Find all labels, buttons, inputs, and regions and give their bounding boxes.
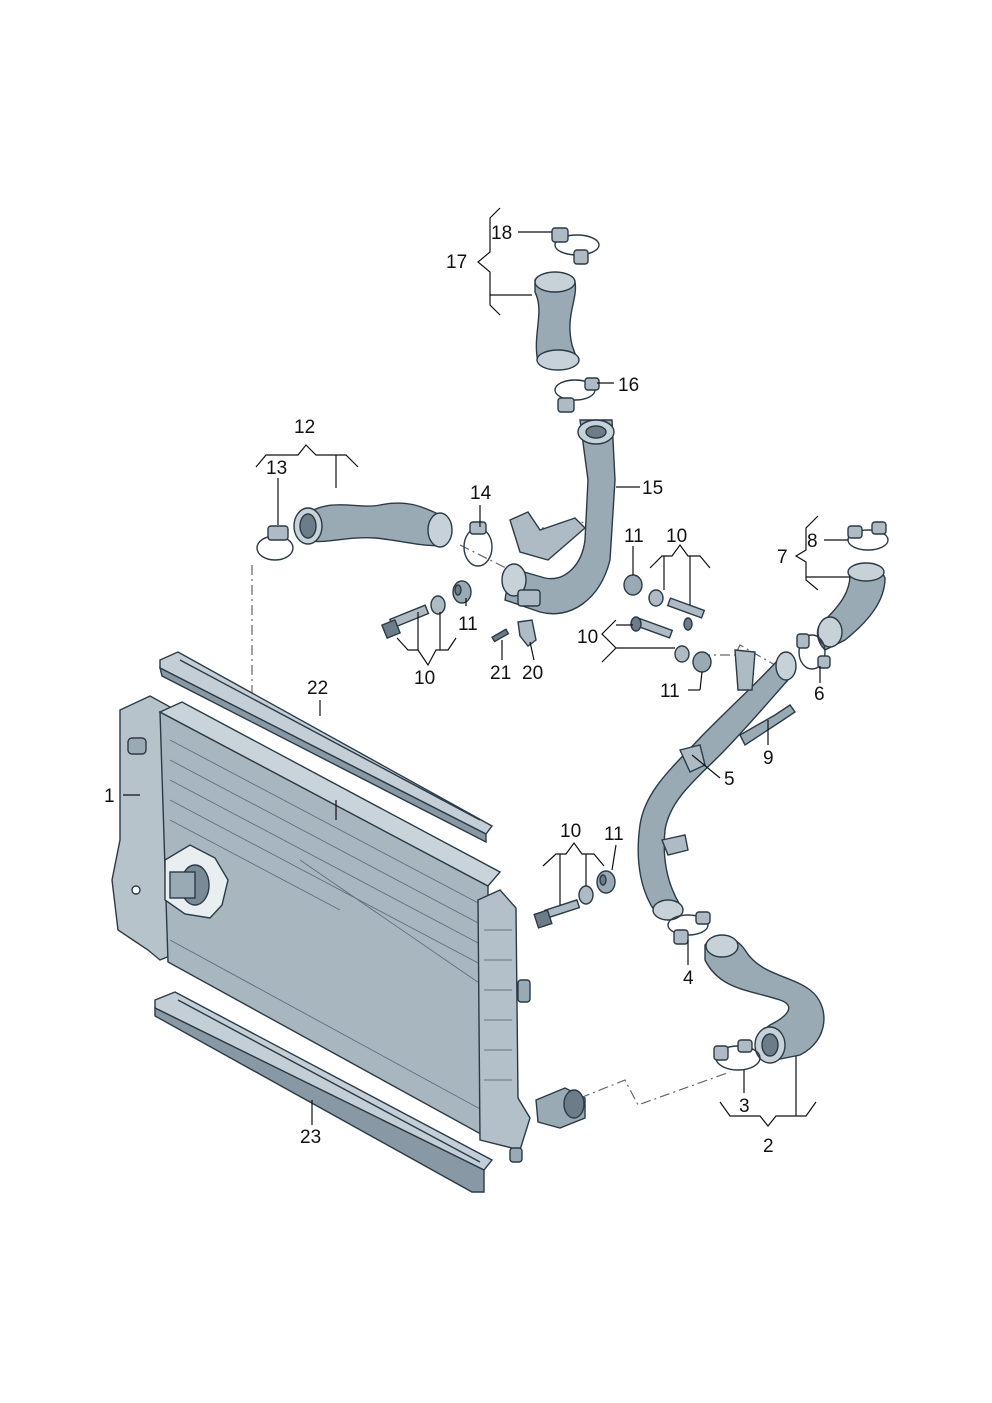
label-4: 4 xyxy=(683,968,694,989)
label-23: 23 xyxy=(300,1127,321,1148)
charge-pipe-15 xyxy=(501,419,616,615)
label-11-upper-left: 11 xyxy=(458,614,478,635)
label-5: 5 xyxy=(724,769,735,790)
label-12: 12 xyxy=(294,417,315,438)
label-11-middle-right: 11 xyxy=(660,681,680,702)
label-11-upper-right: 11 xyxy=(624,526,644,547)
label-18: 18 xyxy=(491,223,512,244)
lower-hose-2 xyxy=(704,934,825,1064)
upper-hose-17 xyxy=(534,271,580,371)
label-9: 9 xyxy=(763,748,774,769)
label-10-middle-right: 10 xyxy=(577,627,598,648)
label-14: 14 xyxy=(470,483,492,504)
hose-clamp-14 xyxy=(463,521,493,567)
label-10-upper-right: 10 xyxy=(666,526,687,547)
label-1: 1 xyxy=(104,786,115,807)
hose-clamp-16 xyxy=(554,377,600,413)
label-20: 20 xyxy=(522,663,543,684)
label-10-lower: 10 xyxy=(560,821,581,842)
hose-clamp-18 xyxy=(551,227,600,265)
lower-seal-strip xyxy=(154,991,494,1193)
intercooler xyxy=(111,695,586,1163)
label-13: 13 xyxy=(266,458,287,479)
label-8: 8 xyxy=(807,531,818,552)
label-6: 6 xyxy=(814,684,825,705)
leader-lines xyxy=(123,207,850,1127)
right-upper-hose-7 xyxy=(816,562,886,651)
hose-clamp-13 xyxy=(256,525,294,561)
part-labels: 1 2 3 4 5 6 7 8 9 10 10 10 10 11 11 11 1… xyxy=(104,223,825,1157)
upper-charge-hose xyxy=(293,502,453,548)
label-3: 3 xyxy=(739,1096,750,1117)
hose-clamp-4 xyxy=(667,911,711,945)
hose-clamp-8 xyxy=(847,521,889,551)
hose-clamp-6 xyxy=(796,633,831,670)
label-22: 22 xyxy=(307,678,328,699)
label-15: 15 xyxy=(642,478,663,499)
label-11-lower: 11 xyxy=(604,824,624,845)
label-10-upper-left: 10 xyxy=(414,668,435,689)
label-16: 16 xyxy=(618,375,639,396)
label-2: 2 xyxy=(763,1136,774,1157)
label-21: 21 xyxy=(490,663,511,684)
upper-seal-strip xyxy=(158,651,494,844)
label-17: 17 xyxy=(446,252,467,273)
hose-clamp-3 xyxy=(713,1039,761,1071)
label-7: 7 xyxy=(777,547,788,568)
